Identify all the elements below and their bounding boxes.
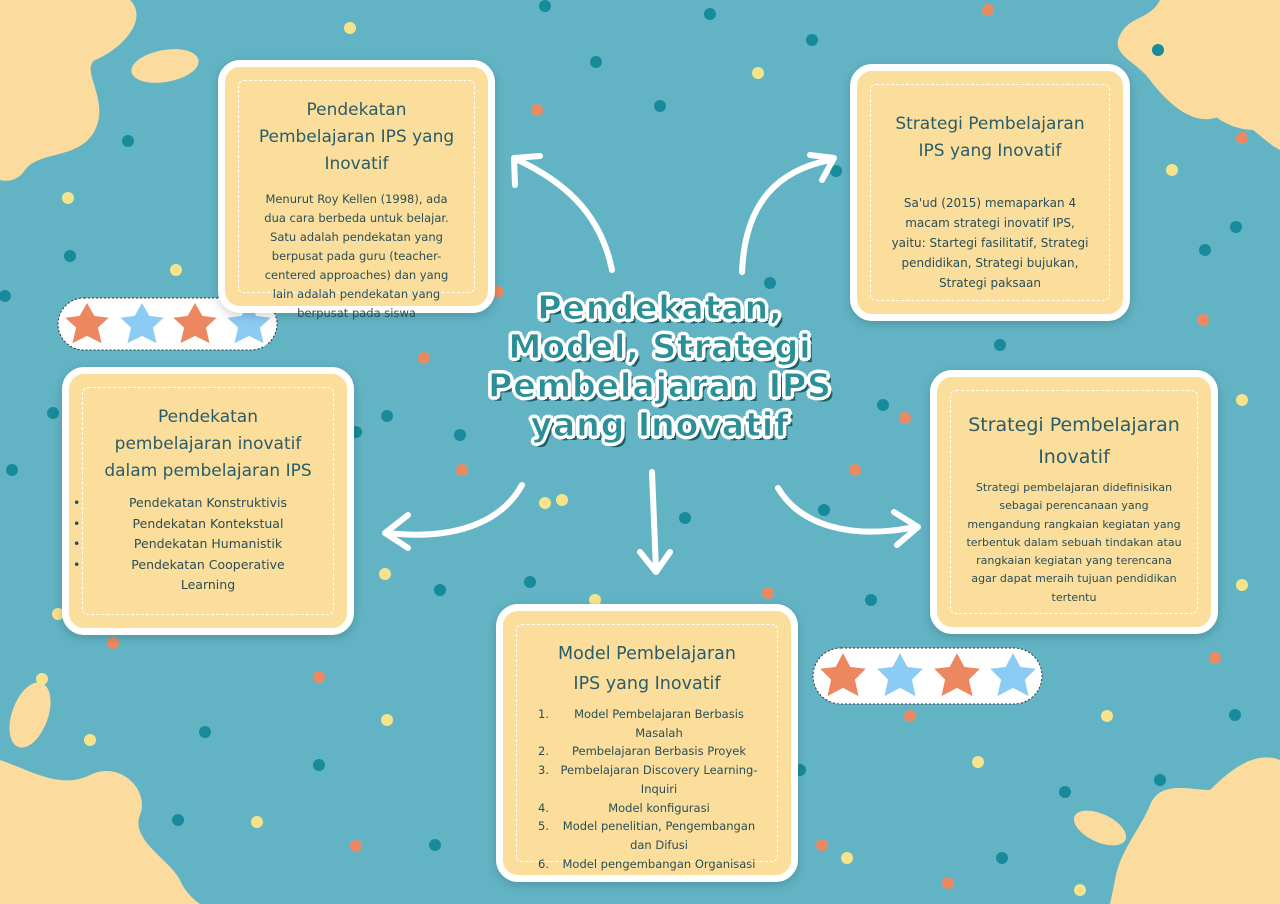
center-title-line: Pendekatan, bbox=[537, 288, 783, 328]
list-item: •Pendekatan Kontekstual bbox=[73, 515, 284, 531]
list-item: •Pendekatan Humanistik bbox=[73, 536, 283, 552]
list-item: 6.Model pengembangan Organisasi bbox=[538, 856, 756, 871]
list-item: •Pendekatan Cooperative Learning bbox=[73, 556, 285, 593]
arrows bbox=[382, 152, 921, 575]
drop-bottom-right bbox=[1073, 810, 1127, 846]
model-list: 1.Model Pembelajaran Berbasis Masalah 2.… bbox=[521, 705, 773, 873]
card-pendekatan-inovatif: Pendekatan pembelajaran inovatif dalam p… bbox=[62, 367, 354, 635]
list-item: 1.Model Pembelajaran Berbasis Masalah bbox=[538, 707, 744, 740]
splash-top-left bbox=[0, 0, 137, 181]
arrow-top-left bbox=[515, 157, 615, 273]
star-icon bbox=[817, 650, 1039, 699]
stars-right bbox=[812, 647, 1043, 705]
list-item: •Pendekatan Konstruktivis bbox=[73, 495, 288, 510]
list-item: 5.Model penelitian, Pengembangan dan Dif… bbox=[538, 819, 756, 852]
card-strategi-inovatif: Strategi Pembelajaran Inovatif Strategi … bbox=[930, 370, 1218, 634]
splash-bottom-left bbox=[0, 760, 200, 904]
card-body: Strategi pembelajaran didefinisikan seba… bbox=[966, 481, 1182, 604]
center-title-line: yang Inovatif bbox=[530, 405, 790, 445]
center-title: Pendekatan, Model, Strategi Pembelajaran… bbox=[470, 288, 850, 445]
drop-bottom-left bbox=[9, 682, 51, 748]
card-strategi-ips: Strategi Pembelajaran IPS yang Inovatif … bbox=[850, 64, 1130, 321]
approach-list: •Pendekatan Konstruktivis •Pendekatan Ko… bbox=[73, 493, 313, 596]
card-title: Model Pembelajaran IPS yang Inovatif bbox=[558, 644, 736, 694]
drop-top-right bbox=[1207, 94, 1269, 130]
stars-left bbox=[57, 297, 278, 351]
card-title: Strategi Pembelajaran IPS yang Inovatif bbox=[895, 114, 1085, 161]
card-body: Sa'ud (2015) memaparkan 4 macam strategi… bbox=[891, 196, 1089, 290]
card-pendekatan-ips: Pendekatan Pembelajaran IPS yang Inovati… bbox=[218, 60, 495, 320]
center-title-line: Pembelajaran IPS bbox=[488, 366, 832, 406]
card-title: Pendekatan Pembelajaran IPS yang Inovati… bbox=[258, 100, 455, 174]
card-title: Strategi Pembelajaran Inovatif bbox=[968, 414, 1180, 468]
list-item: 2.Pembelajaran Berbasis Proyek bbox=[538, 744, 747, 759]
card-model-ips: Model Pembelajaran IPS yang Inovatif 1.M… bbox=[496, 604, 798, 882]
list-item: 3.Pembelajaran Discovery Learning-Inquir… bbox=[538, 763, 758, 796]
arrow-right bbox=[775, 485, 918, 535]
card-body: Menurut Roy Kellen (1998), ada dua cara … bbox=[264, 192, 449, 320]
splash-bottom-right bbox=[1110, 757, 1280, 904]
arrow-top-right bbox=[739, 157, 833, 275]
card-title: Pendekatan pembelajaran inovatif dalam p… bbox=[104, 407, 312, 481]
arrow-down bbox=[649, 469, 659, 573]
arrow-left bbox=[385, 482, 525, 538]
list-item: 4.Model konfigurasi bbox=[538, 800, 710, 815]
star-icon bbox=[62, 300, 274, 346]
drop-top-left bbox=[131, 49, 199, 83]
center-title-line: Model, Strategi bbox=[508, 327, 812, 367]
